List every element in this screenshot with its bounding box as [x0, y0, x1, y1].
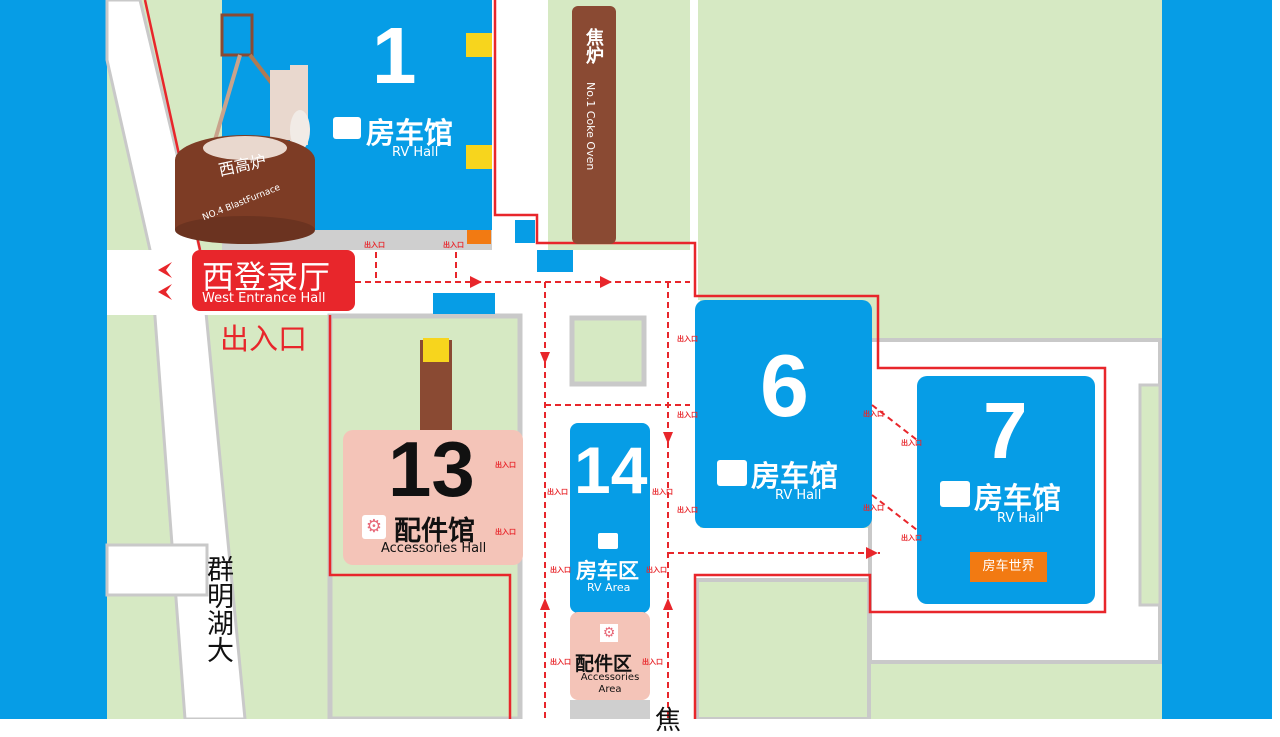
entrance-label: 出入口: [677, 411, 698, 419]
arrow-icon: [470, 276, 482, 288]
accessories-area-cn: 配件区: [575, 653, 633, 675]
arrow-icon: [540, 352, 550, 364]
hall-7: [917, 376, 1095, 604]
hall-6-cn: 房车馆: [751, 459, 839, 493]
blast-furnace-illustration: [175, 13, 315, 244]
west-entrance-badge[interactable]: 西登录厅 West Entrance Hall: [192, 250, 355, 311]
entrance-label: 出入口: [443, 241, 464, 249]
hall-7-number: 7: [983, 386, 1028, 475]
hall-7-cn: 房车馆: [974, 481, 1062, 515]
arrow-icon: [158, 284, 172, 300]
arrow-icon: [663, 598, 673, 610]
rv-world-shop[interactable]: 房车世界: [970, 552, 1047, 582]
accessories-apron: [570, 700, 650, 719]
entrance-label: 出入口: [550, 566, 571, 574]
green-block-north: [548, 0, 690, 243]
arrow-icon: [158, 262, 172, 278]
road-name-qunminghu: 群明湖大: [202, 555, 233, 663]
road-diagonal: [105, 0, 247, 719]
toilet-icon: [423, 338, 449, 362]
toilet-icon: [466, 145, 492, 169]
toilet-icon: [466, 33, 492, 57]
arrow-icon: [866, 547, 878, 559]
hall-13: [343, 430, 523, 565]
map-base: [0, 0, 1272, 719]
road-west: [105, 543, 209, 597]
venue-boundary: [493, 0, 1107, 719]
entrance-label: 出入口: [495, 528, 516, 536]
entrance-label: 出入口: [646, 566, 667, 574]
accessories-area-en: Accessories Area: [580, 672, 640, 695]
road-south-east: [695, 528, 875, 580]
coke-en: No.1 Coke Oven: [584, 82, 597, 171]
small-building: [433, 293, 495, 314]
hall-13-cn: 配件馆: [394, 516, 475, 547]
entrance-label: 出入口: [677, 335, 698, 343]
gear-icon: ⚙: [600, 624, 618, 642]
accessories-area: [570, 612, 650, 700]
hall-6-en: RV Hall: [775, 488, 822, 503]
small-building: [515, 220, 535, 243]
entrance-label: 出入口: [364, 241, 385, 249]
entrance-label: 出入口: [677, 506, 698, 514]
hall-7-en: RV Hall: [997, 511, 1044, 526]
entrance-label: 出入口: [495, 461, 516, 469]
hall-13-number: 13: [388, 425, 475, 513]
green-block: [569, 315, 647, 387]
entrance-label: 出入口: [901, 439, 922, 447]
service-sign: [467, 230, 491, 244]
entrance-label: 出入口: [550, 658, 571, 666]
left-border: [0, 0, 107, 719]
rv-icon: [940, 481, 970, 507]
gear-icon: ⚙: [362, 515, 386, 539]
hall-1-number: 1: [372, 11, 417, 100]
west-exit-label: 出入口: [220, 322, 308, 356]
hall-1-cn: 房车馆: [366, 116, 454, 150]
venue-boundary-west: [328, 315, 512, 719]
entrance-label: 出入口: [652, 488, 673, 496]
hall-14-en: RV Area: [587, 581, 631, 594]
rv-icon: [333, 117, 361, 139]
entrance-label: 出入口: [642, 658, 663, 666]
entrance-label: 出入口: [901, 534, 922, 542]
hall-6-number: 6: [760, 336, 809, 435]
entrance-label: 出入口: [863, 410, 884, 418]
rv-icon: [717, 460, 747, 486]
west-entrance-en: West Entrance Hall: [202, 291, 326, 306]
entrance-label: 出入口: [547, 488, 568, 496]
hall-14-cn: 房车区: [576, 559, 639, 583]
green-strip: [1138, 383, 1162, 607]
road-north-east: [690, 0, 698, 300]
coke-oven-tower: [572, 6, 616, 244]
arrow-icon: [540, 598, 550, 610]
entrance-label: 出入口: [863, 504, 884, 512]
west-entrance-cn: 西登录厅: [202, 258, 331, 296]
hall-13-en: Accessories Hall: [381, 541, 487, 556]
road-north: [492, 0, 548, 250]
small-building: [537, 250, 573, 272]
right-border: [1162, 0, 1272, 719]
route-arrows: [158, 262, 878, 610]
hall-14-number: 14: [574, 433, 648, 507]
arrow-icon: [663, 432, 673, 444]
green-block-south: [695, 578, 871, 719]
coke-cn: 焦炉: [583, 28, 604, 64]
rv-icon: [598, 533, 618, 549]
hall-1-en: RV Hall: [392, 145, 439, 160]
arrow-icon: [600, 276, 612, 288]
hall-14: [570, 423, 650, 613]
